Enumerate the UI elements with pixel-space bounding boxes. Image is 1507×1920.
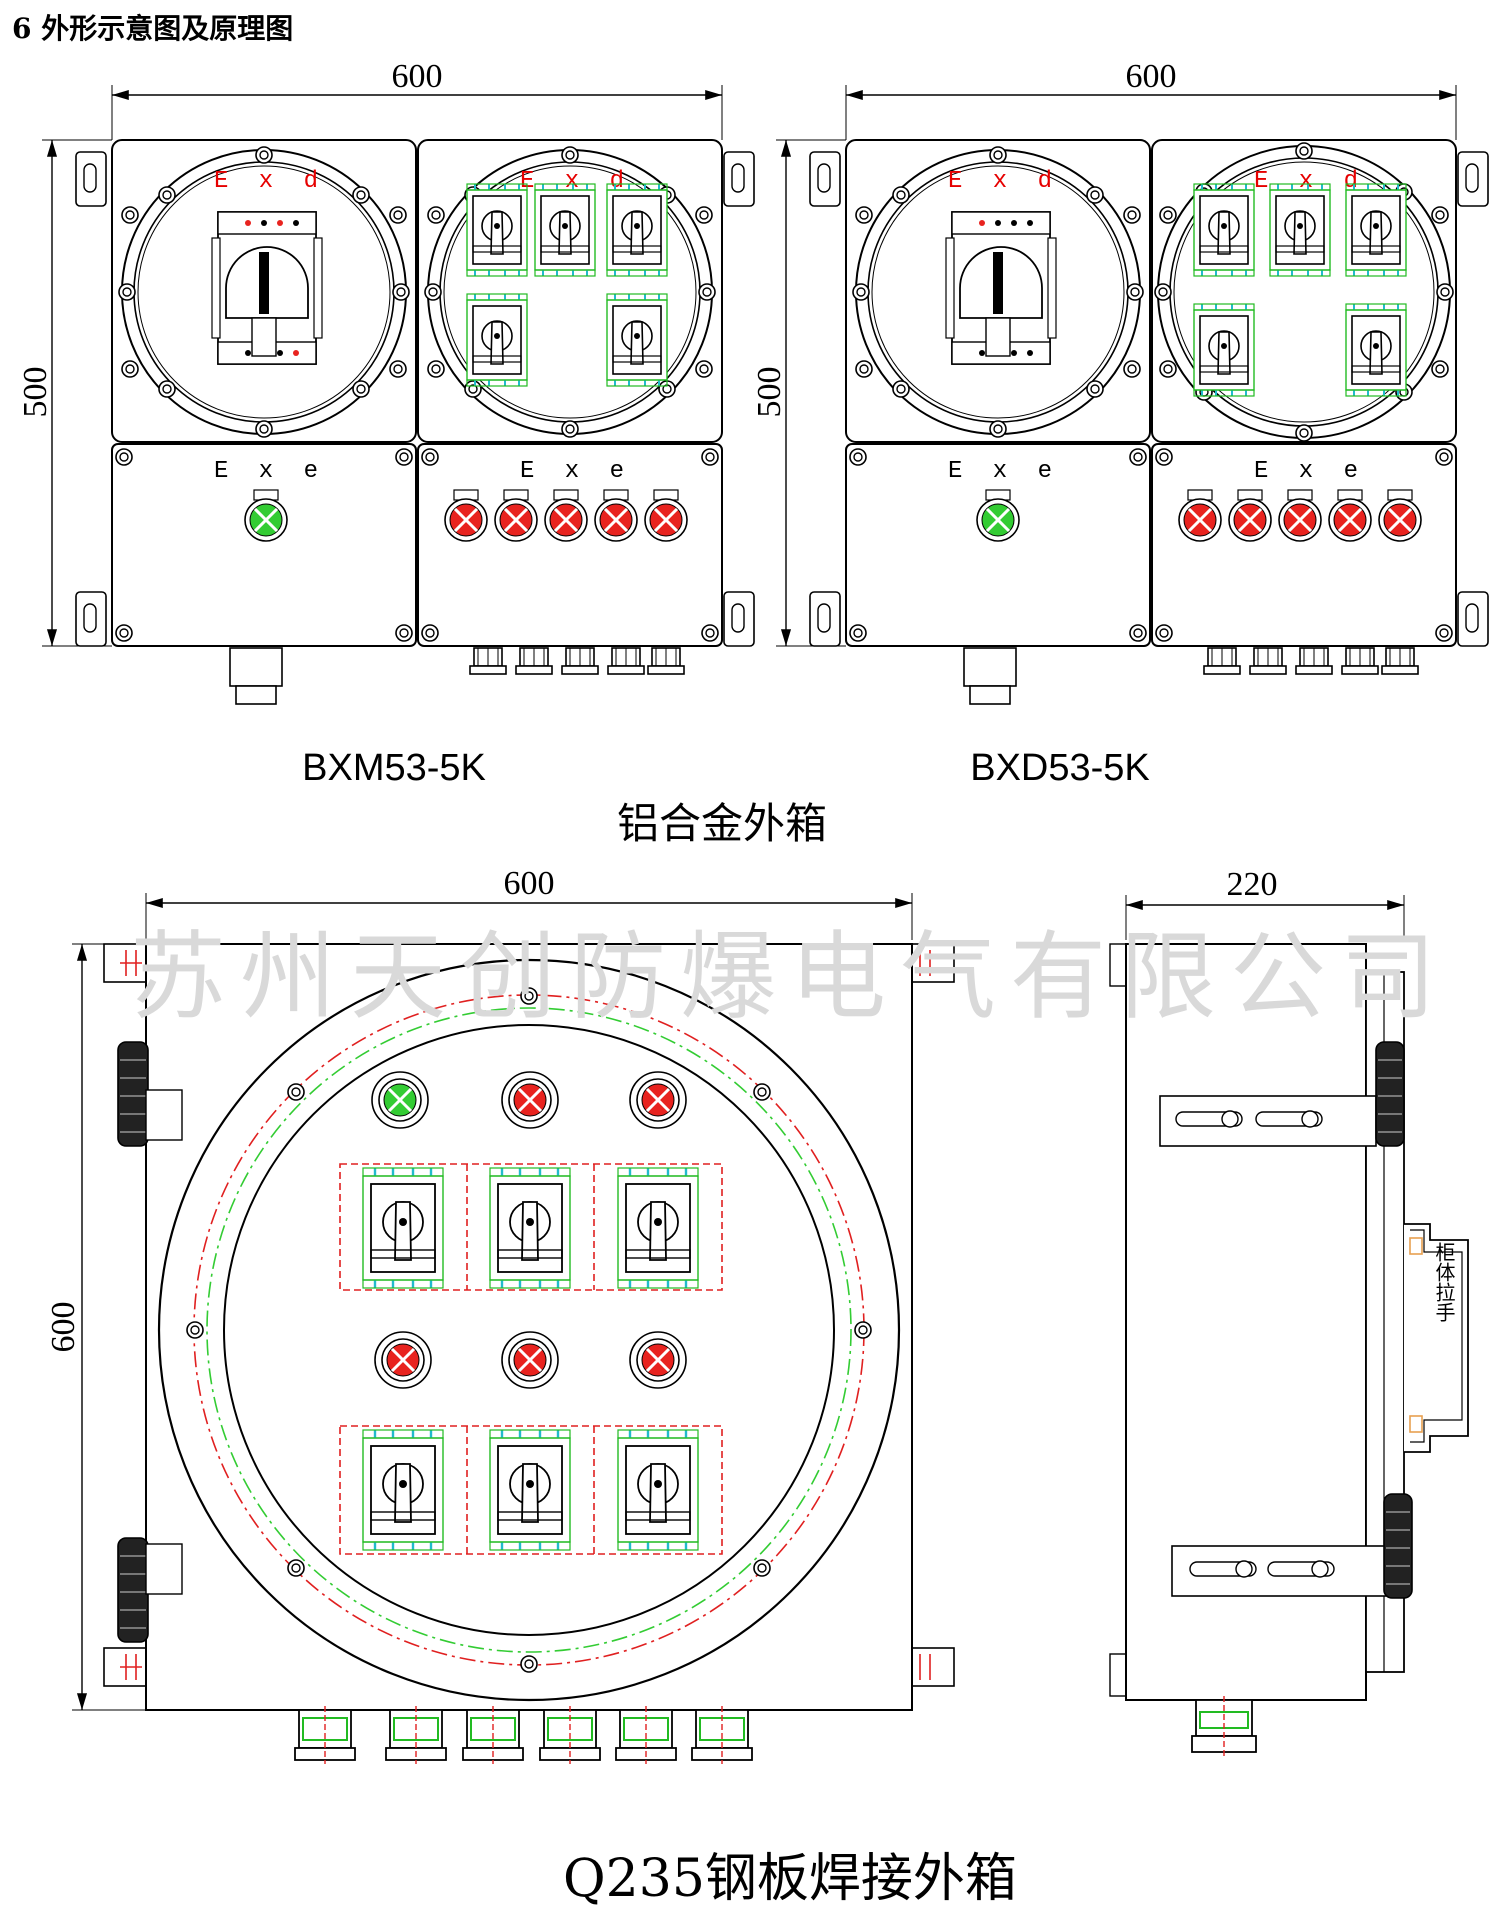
bottom-side-view: 220 柜体拉手 <box>1109 866 1469 1756</box>
indicator-lamps-left <box>243 489 689 543</box>
cabinet-handle-label: 柜体拉手 <box>1432 1242 1456 1322</box>
top-right-exd-tag: E x d <box>948 168 1060 195</box>
top-left-exd-tag: E x d <box>214 168 326 195</box>
side-depth-dim: 220 <box>1227 866 1278 903</box>
front-lamps-top <box>371 1071 687 1129</box>
top-right-width-dim: 600 <box>1126 58 1177 95</box>
top-left-height-dim: 500 <box>17 367 54 418</box>
caption-steel: Q235钢板焊接外箱 <box>563 1849 1017 1909</box>
top-right-exe-tag: E x e <box>948 458 1060 485</box>
model-right: BXD53-5K <box>970 747 1150 789</box>
bottom-front-width-dim: 600 <box>504 865 555 902</box>
main-breaker-right <box>945 211 1057 365</box>
top-right-exe-tag-2: E x e <box>1254 458 1366 485</box>
front-lamps-middle <box>374 1331 687 1389</box>
cable-glands-left <box>229 647 685 705</box>
front-cable-glands <box>294 1705 753 1765</box>
top-left-exe-tag: E x e <box>214 458 326 485</box>
bottom-front-view: 600 600 <box>45 865 955 1765</box>
main-breaker-left <box>211 211 323 365</box>
top-left-enclosure: 600 500 E x d <box>17 58 755 789</box>
bottom-front-height-dim: 600 <box>45 1302 82 1353</box>
front-switch-group-top <box>339 1163 723 1291</box>
top-left-width-dim: 600 <box>392 58 443 95</box>
front-switch-group-bottom <box>339 1425 723 1555</box>
top-right-height-dim: 500 <box>751 367 788 418</box>
top-right-enclosure: 600 500 E x d <box>751 58 1489 789</box>
section-heading: 6 外形示意图及原理图 <box>12 12 293 45</box>
top-left-exe-tag-2: E x e <box>520 458 632 485</box>
caption-aluminium: 铝合金外箱 <box>617 799 827 848</box>
company-watermark: 苏州天创防爆电气有限公司 <box>130 921 1450 1033</box>
cable-glands-right <box>963 647 1419 705</box>
indicator-lamps-right <box>975 489 1423 543</box>
model-left: BXM53-5K <box>302 747 486 789</box>
